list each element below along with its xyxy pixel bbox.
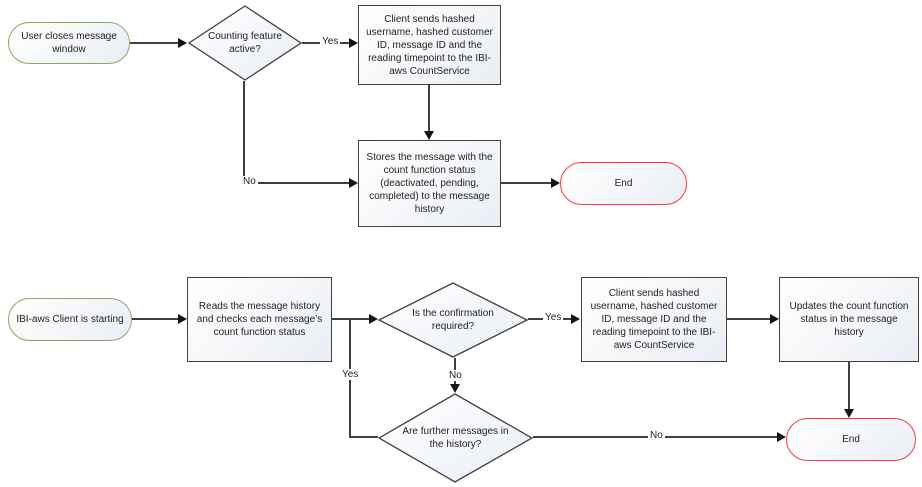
process-updates-status: Updates the count function status in the… [779,277,919,362]
process-client-sends-bottom: Client sends hashed username, hashed cus… [581,277,727,362]
decision-counting-feature-active: Counting feature active? [188,5,302,81]
arrowhead-icon [777,432,786,442]
arrowhead-icon [349,178,358,188]
process-client-sends-top-label: Client sends hashed username, hashed cus… [366,13,493,77]
start-node-label: User closes message window [21,31,117,55]
connector-send-to-store [428,85,430,131]
arrowhead-icon [178,38,187,48]
end-node-top-label: End [614,178,633,189]
diamond-shape-icon [378,282,528,358]
edge-label-yes-loop: Yes [340,369,361,380]
decision-further-messages-label: Are further messages in the history? [402,426,509,450]
process-updates-status-label: Updates the count function status in the… [789,301,909,338]
arrowhead-icon [450,384,460,393]
decision-further-messages: Are further messages in the history? [378,393,533,483]
arrowhead-icon [349,38,358,48]
arrowhead-icon [424,131,434,140]
edge-label-no-top: No [241,176,258,187]
arrowhead-icon [178,314,187,324]
start-node-user-closes-window: User closes message window [8,22,130,64]
edge-label-no-further: No [648,430,665,441]
end-node-bottom: End [786,418,916,461]
diamond-shape-icon [188,5,302,81]
arrowhead-icon [369,314,378,324]
connector-store-to-end [501,182,551,184]
process-reads-history-label: Reads the message history and checks eac… [196,301,323,338]
arrowhead-icon [770,314,779,324]
process-client-sends-top: Client sends hashed username, hashed cus… [358,5,501,85]
edge-label-yes-top: Yes [320,36,341,47]
arrowhead-icon [551,178,560,188]
arrowhead-icon [571,314,580,324]
end-node-top: End [560,162,687,205]
process-stores-message: Stores the message with the count functi… [358,140,501,227]
edge-label-no-confirm: No [447,370,464,381]
diamond-shape-icon [378,393,533,483]
connector-further-yes-horizontal [349,436,378,438]
connector-send-to-updates [727,318,770,320]
start-node-client-starting-label: IBI-aws Client is starting [16,314,124,325]
process-reads-history: Reads the message history and checks eac… [187,277,332,362]
connector-updates-to-end [848,362,850,409]
decision-label: Counting feature active? [208,31,282,55]
connector-decision-no-horizontal [243,182,349,184]
end-node-bottom-label: End [842,434,860,445]
start-node-client-starting: IBI-aws Client is starting [8,298,132,341]
connector-decision-no-vertical [243,81,245,184]
connector-start-to-reads [132,318,178,320]
connector-start-to-decision [130,42,178,44]
decision-confirmation-required: Is the confirmation required? [378,282,528,358]
process-stores-message-label: Stores the message with the count functi… [366,152,493,215]
process-client-sends-bottom-label: Client sends hashed username, hashed cus… [590,288,718,351]
decision-confirmation-label: Is the confirmation required? [412,308,494,332]
edge-label-yes-confirm: Yes [543,312,564,323]
connector-reads-to-confirm [332,318,369,320]
arrowhead-icon [844,409,854,418]
